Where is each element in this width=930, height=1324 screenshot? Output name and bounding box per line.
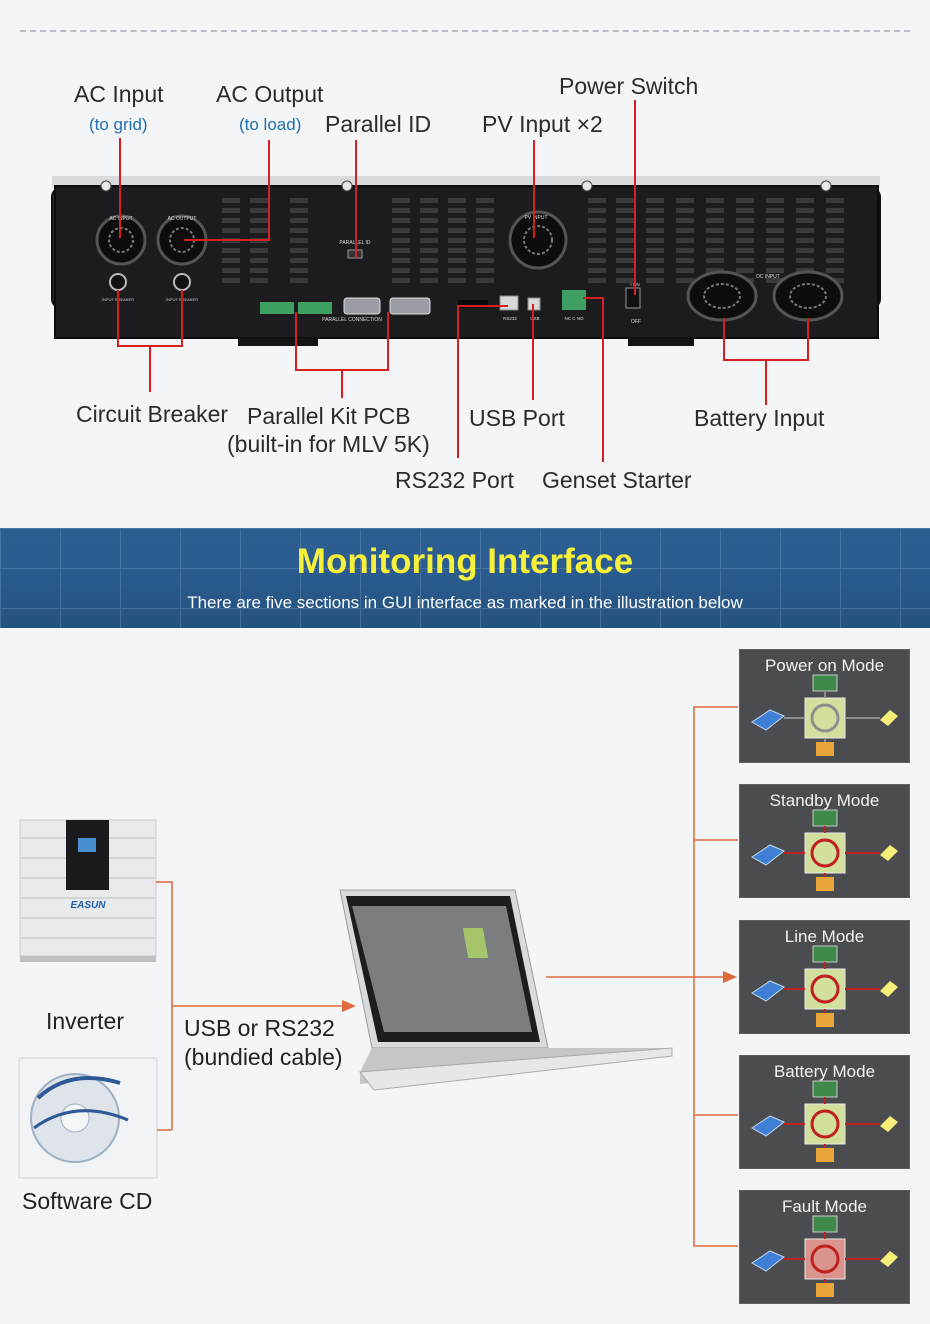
mode-title: Standby Mode xyxy=(769,791,880,810)
section-banner: Monitoring Interface There are five sect… xyxy=(0,528,930,628)
arrow-to-modes xyxy=(723,971,737,983)
callout-ac-output: AC Output xyxy=(216,81,324,107)
callout-parallel-kit-sub: (built-in for MLV 5K) xyxy=(227,431,430,457)
panel-pv-input-text: PV INPUT xyxy=(524,215,547,221)
top-divider xyxy=(20,30,910,32)
mode-flow-icon xyxy=(751,674,898,756)
panel-parallel-connection-text: PARALLEL CONNECTION xyxy=(322,317,382,323)
cable-label-line2: (bundied cable) xyxy=(184,1044,343,1070)
mode-panel-2: Standby Mode xyxy=(739,784,910,898)
cable-label-line1: USB or RS232 xyxy=(184,1015,335,1041)
callout-power-switch: Power Switch xyxy=(559,73,699,99)
callout-usb-port: USB Port xyxy=(469,405,565,431)
inverter-label: Inverter xyxy=(46,1008,124,1034)
mode-flow-icon xyxy=(751,1080,898,1162)
inverter-image: EASUN xyxy=(19,819,157,962)
callout-pv-input: PV Input ×2 xyxy=(482,111,603,137)
callout-ac-input: AC Input xyxy=(74,81,164,107)
mode-panel-4: Battery Mode xyxy=(739,1055,910,1169)
mode-flow-icon xyxy=(751,945,898,1027)
panel-nc-c-no-text: NC C NO xyxy=(565,316,584,321)
mode-flow-icon xyxy=(751,1215,898,1297)
mode-title: Power on Mode xyxy=(764,656,885,675)
callout-battery-input: Battery Input xyxy=(694,405,825,431)
laptop-image xyxy=(339,889,673,1091)
banner-subtitle: There are five sections in GUI interface… xyxy=(187,593,743,612)
rear-panel-illustration: AC INPUT AC OUTPUT INPUT BREAKER INPUT B… xyxy=(51,100,881,462)
mode-title: Battery Mode xyxy=(773,1062,876,1081)
callout-parallel-kit: Parallel Kit PCB xyxy=(247,403,411,429)
callout-ac-output-sub: (to load) xyxy=(239,115,302,134)
software-cd-image xyxy=(18,1057,158,1179)
inverter-brand-text: EASUN xyxy=(70,900,106,911)
panel-rs232-text: RS232 xyxy=(503,316,517,321)
banner-title: Monitoring Interface xyxy=(296,542,634,581)
callout-circuit-breaker: Circuit Breaker xyxy=(76,401,229,427)
callout-rs232-port: RS232 Port xyxy=(395,467,514,493)
mode-panel-3: Line Mode xyxy=(739,920,910,1034)
monitoring-diagram: EASUN xyxy=(18,706,738,1247)
callout-ac-input-sub: (to grid) xyxy=(89,115,148,134)
software-cd-label: Software CD xyxy=(22,1188,153,1214)
panel-usb-text: USB xyxy=(530,316,539,321)
mode-panel-1: Power on Mode xyxy=(739,649,910,763)
panel-off-text: OFF xyxy=(631,319,641,325)
callout-lines xyxy=(117,100,809,462)
callout-genset-starter: Genset Starter xyxy=(542,467,692,493)
callout-parallel-id: Parallel ID xyxy=(325,111,432,137)
connector-lines xyxy=(156,706,738,1247)
mode-title: Line Mode xyxy=(784,927,865,946)
mode-title: Fault Mode xyxy=(781,1197,868,1216)
arrow-to-laptop xyxy=(342,1000,356,1012)
mode-panel-5: Fault Mode xyxy=(739,1190,910,1304)
panel-dc-input-text: DC INPUT xyxy=(756,274,780,280)
mode-flow-icon xyxy=(751,809,898,891)
panel-ac-output-text: AC OUTPUT xyxy=(168,216,197,222)
